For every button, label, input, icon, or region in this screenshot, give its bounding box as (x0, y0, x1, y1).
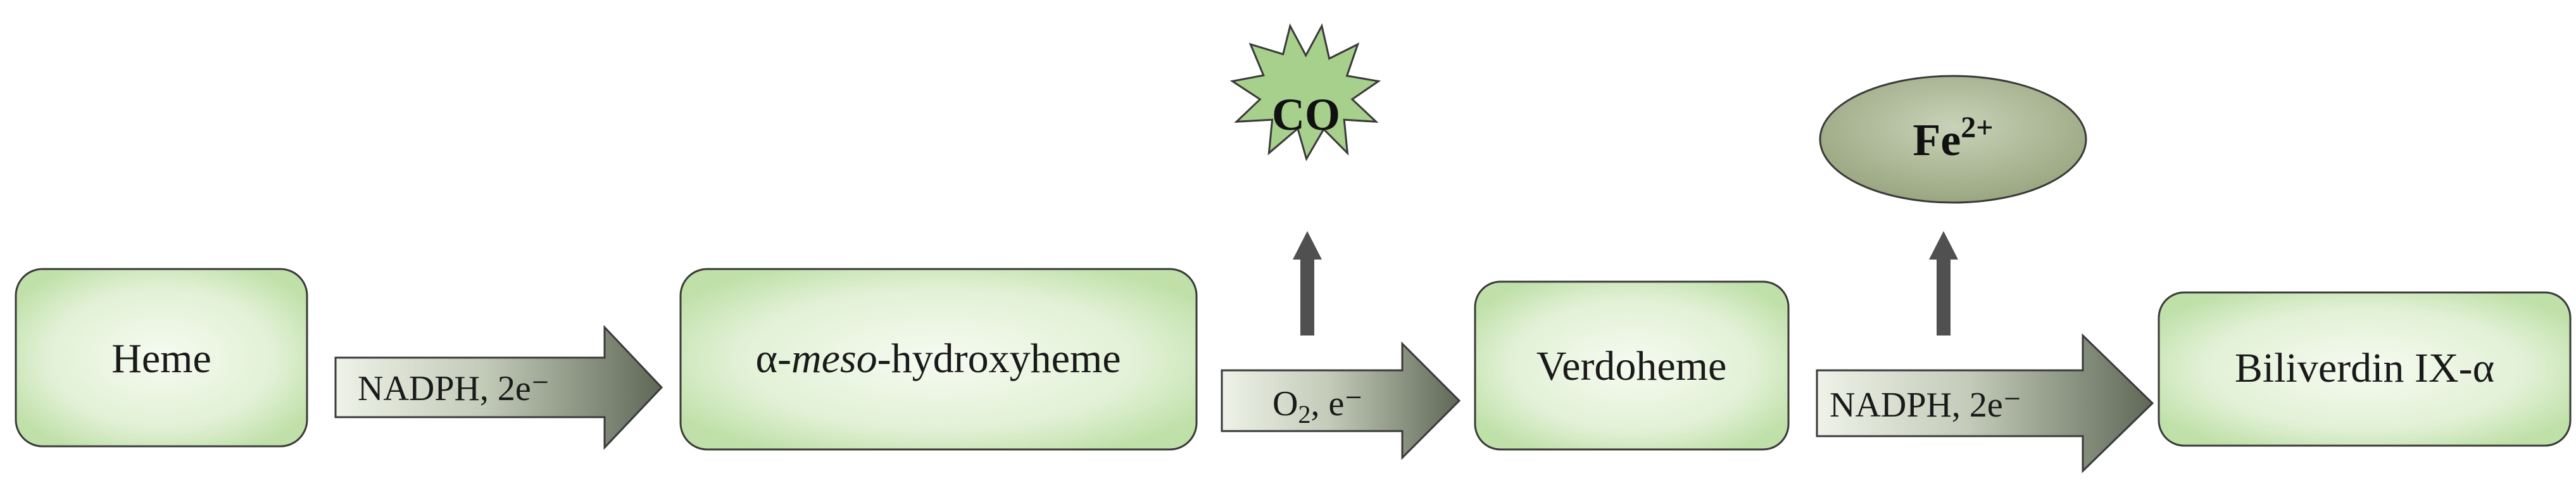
node-biliverdin: Biliverdin IX-α (2158, 291, 2572, 447)
product-co-label: CO (1272, 89, 1340, 140)
arrow-step-2-label: O2, e⁻ (1272, 384, 1363, 429)
node-heme-label: Heme (111, 336, 211, 382)
node-verdoheme-label: Verdoheme (1536, 343, 1727, 389)
arrow-step-1: NADPH, 2e⁻ (334, 325, 663, 450)
product-fe-ellipse: Fe2+ (1819, 75, 2087, 204)
node-hydroxyheme-label: α-meso-hydroxyheme (755, 336, 1121, 382)
up-arrow-co (1293, 231, 1322, 336)
product-fe-label: Fe2+ (1913, 111, 1993, 165)
arrow-step-1-label: NADPH, 2e⁻ (358, 369, 550, 408)
product-co-starburst: CO (1229, 23, 1381, 161)
node-biliverdin-label: Biliverdin IX-α (2235, 345, 2494, 391)
up-arrow-fe (1929, 231, 1958, 336)
node-hydroxyheme: α-meso-hydroxyheme (679, 268, 1198, 451)
arrow-step-2: O2, e⁻ (1221, 341, 1461, 460)
node-heme: Heme (15, 268, 308, 448)
node-verdoheme: Verdoheme (1474, 280, 1790, 451)
arrow-step-3: NADPH, 2e⁻ (1816, 333, 2154, 474)
arrow-step-3-label: NADPH, 2e⁻ (1830, 386, 2021, 425)
